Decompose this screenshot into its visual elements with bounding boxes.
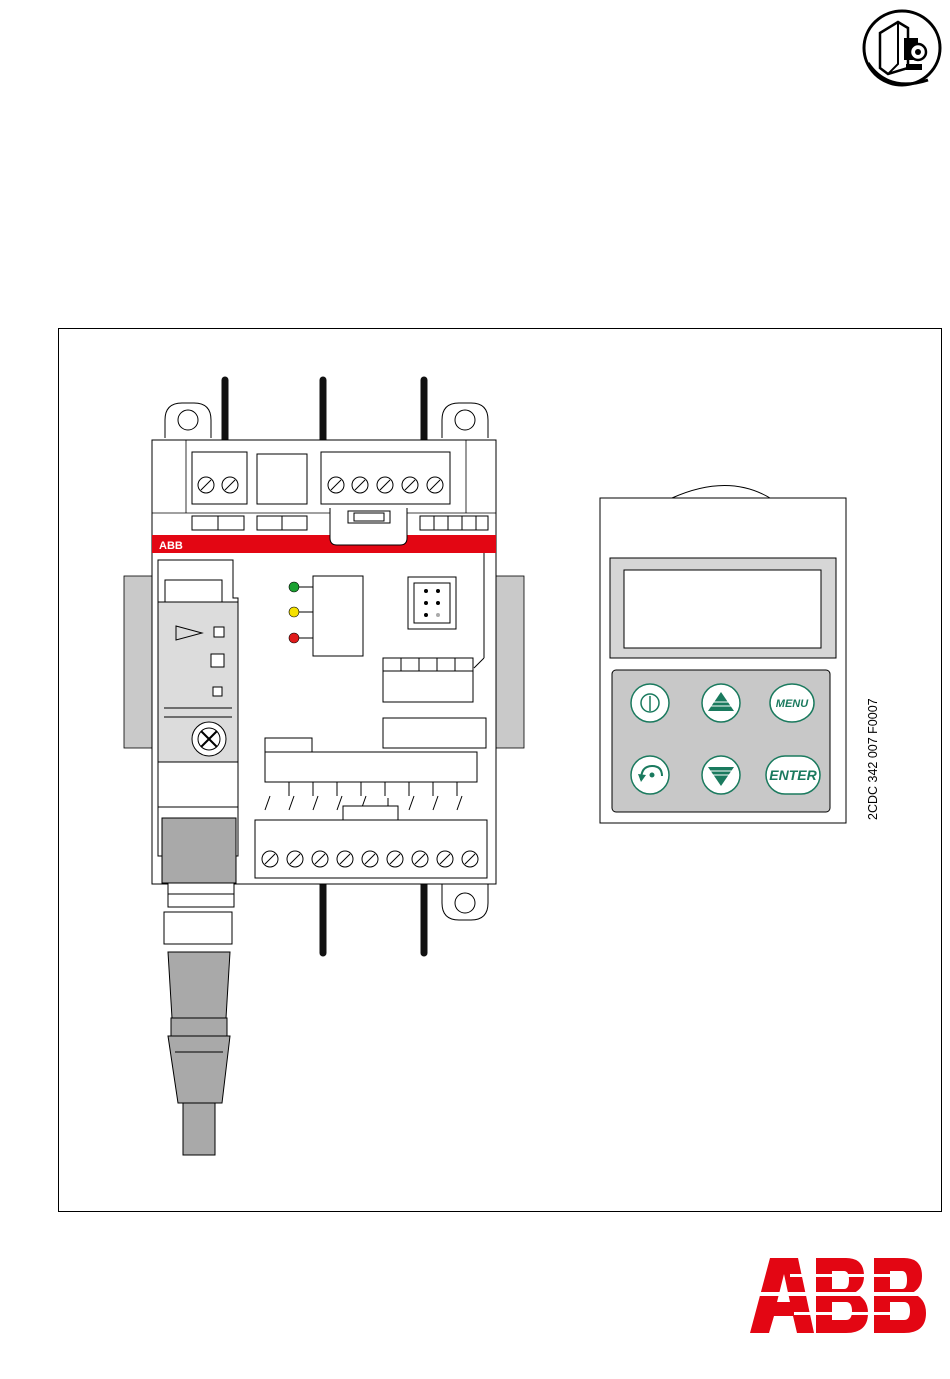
key-power[interactable] [631, 684, 669, 722]
six-pin-port [408, 577, 456, 629]
mounting-ear-top-left [165, 403, 211, 438]
brand-band [152, 535, 496, 553]
key-back[interactable] [631, 756, 669, 794]
terminal-block-bottom [255, 820, 487, 878]
abb-logo [750, 1258, 930, 1333]
enter-key-label: ENTER [769, 767, 817, 783]
mounting-ear-top-right [442, 403, 488, 438]
menu-key-label: MENU [776, 698, 809, 710]
device-illustration: ABB [58, 328, 942, 1212]
key-enter[interactable]: ENTER [766, 756, 820, 794]
connector-cable [162, 818, 236, 1155]
mounting-ear-bottom-right [442, 883, 488, 920]
terminal-block-top-left [192, 452, 247, 504]
terminal-blank [257, 454, 307, 504]
lcd-display [624, 570, 821, 648]
terminal-block-top-right [321, 452, 450, 504]
figure-code: 2CDC 342 007 F0007 [866, 698, 880, 820]
key-menu[interactable]: MENU [770, 684, 814, 722]
key-up[interactable] [702, 684, 740, 722]
key-down[interactable] [702, 756, 740, 794]
manual-device-icon [858, 8, 942, 90]
device-brand-label: ABB [159, 540, 183, 552]
